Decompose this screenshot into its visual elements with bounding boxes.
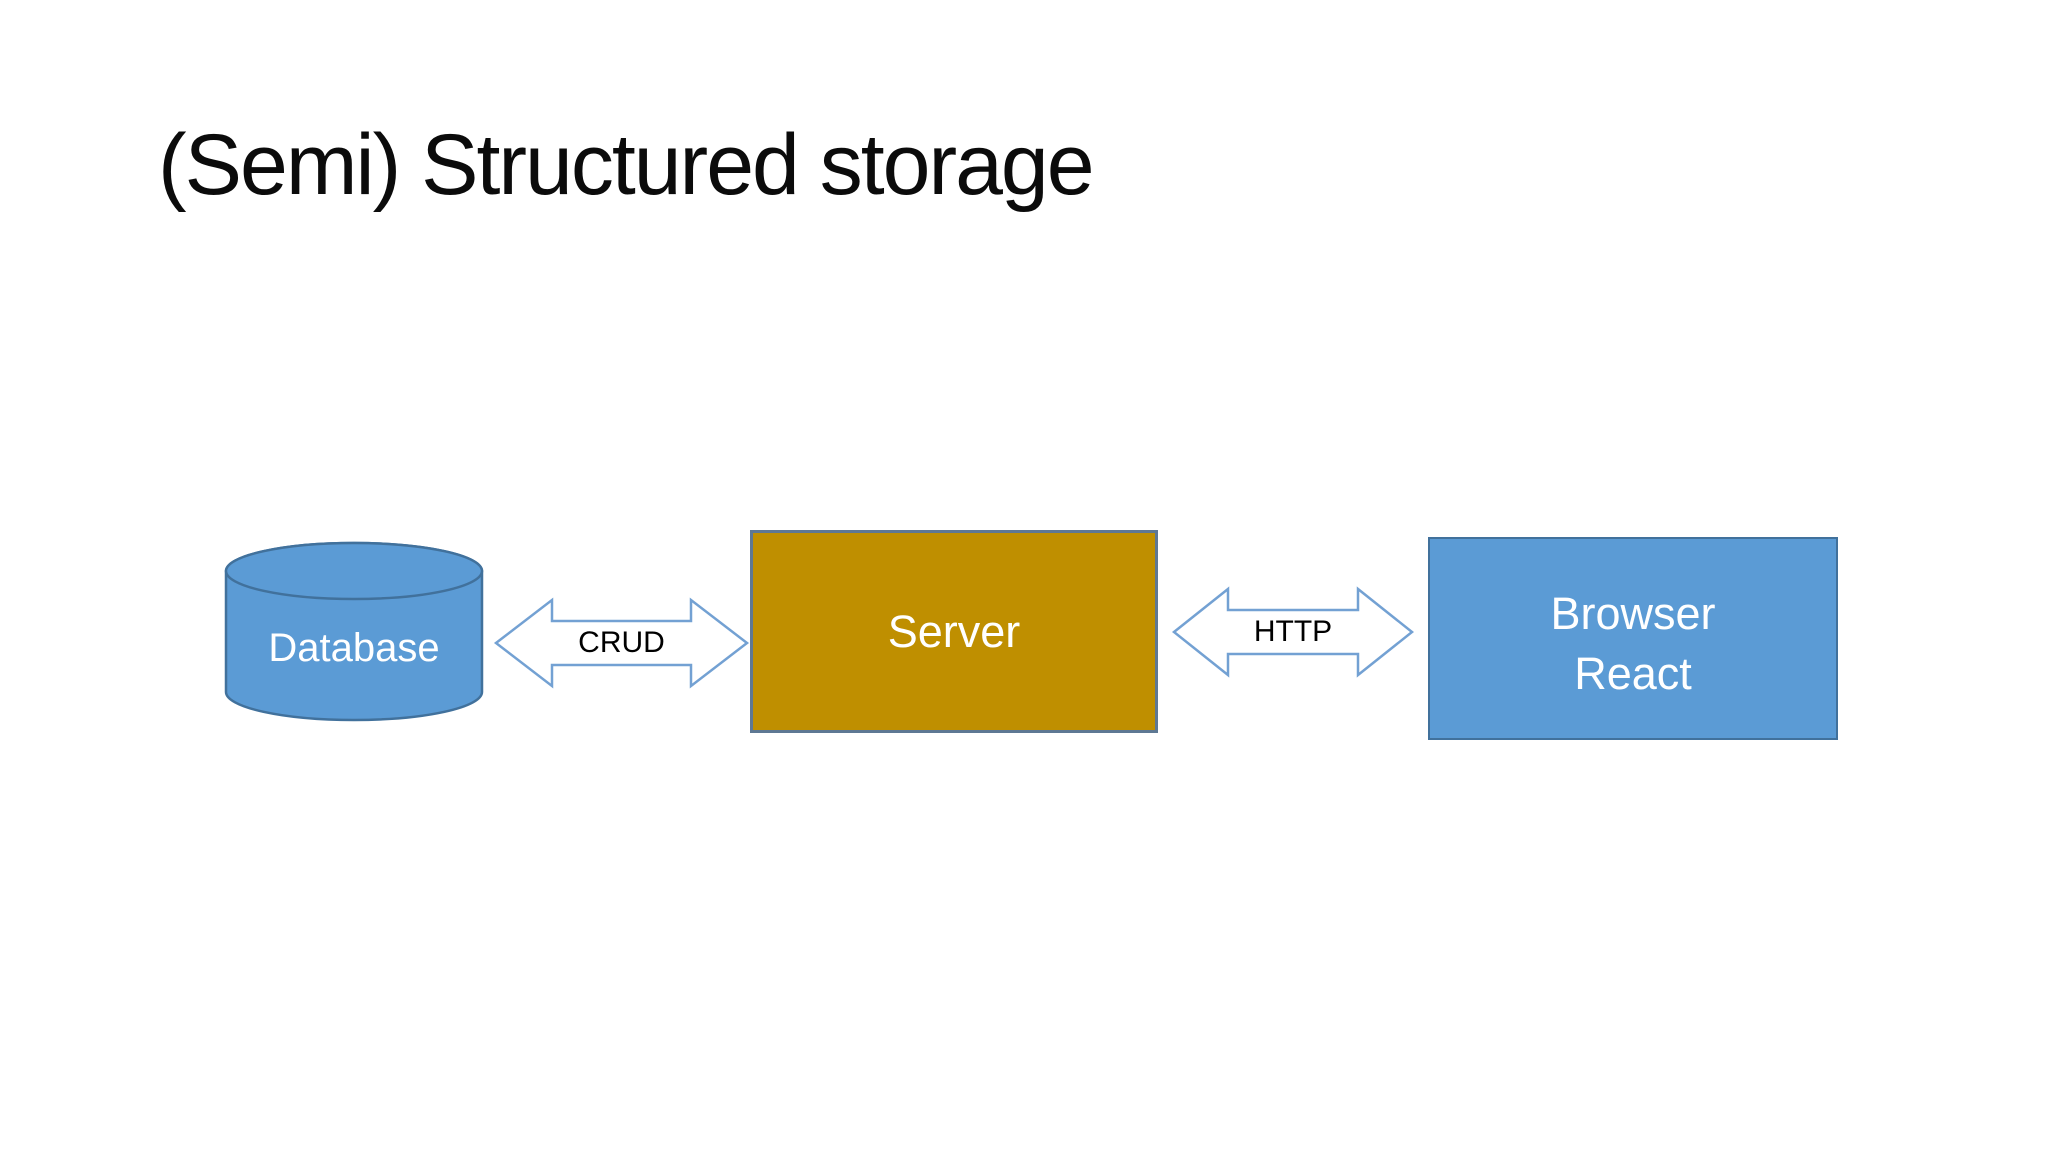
- server-node: Server: [750, 530, 1158, 733]
- database-cylinder-top: [224, 541, 484, 601]
- database-node: Database: [223, 541, 485, 723]
- database-cylinder-icon: [224, 541, 484, 722]
- browser-node: Browser React: [1428, 537, 1838, 740]
- http-arrow-shape: [1171, 586, 1415, 678]
- crud-connector: CRUD: [493, 597, 750, 689]
- slide-title: (Semi) Structured storage: [158, 117, 1095, 213]
- double-arrow-icon: [493, 597, 750, 689]
- http-connector: HTTP: [1171, 586, 1415, 678]
- crud-arrow-shape: [493, 597, 750, 689]
- server-label: Server: [887, 605, 1021, 657]
- browser-label-line2: React: [1574, 647, 1692, 699]
- double-arrow-icon: [1171, 586, 1415, 678]
- browser-label-line1: Browser: [1550, 587, 1716, 639]
